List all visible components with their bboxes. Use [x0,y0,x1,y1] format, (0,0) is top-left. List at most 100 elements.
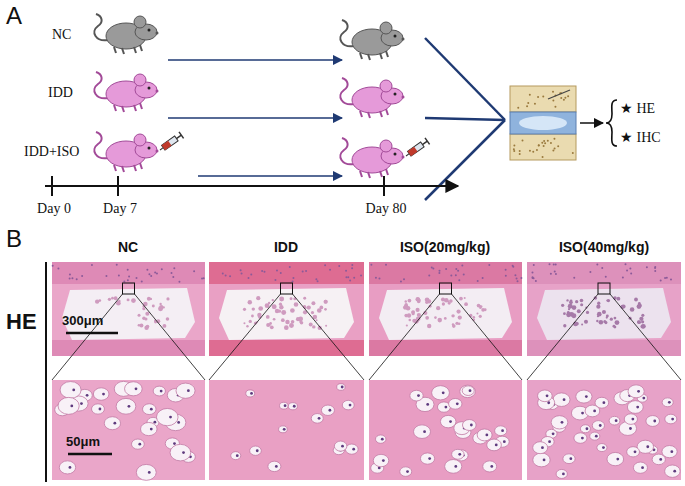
tissue-speck [325,325,327,327]
tissue-speck [161,268,163,270]
tissue-speck [178,281,180,283]
mouse-leg [134,47,136,53]
column-header: NC [118,240,138,255]
tissue-speck [533,277,535,279]
tissue-speck [324,300,328,304]
tissue-speck [512,265,514,267]
cell-nucleus [581,437,584,440]
tissue-speck [225,275,227,277]
cell-nucleus [328,409,331,412]
zoom-box [281,283,293,294]
tissue-speck [408,299,412,303]
tissue-speck [455,268,457,270]
mouse-icon [340,138,429,178]
tissue-speck [563,312,566,315]
tissue-speck [294,302,299,307]
mouse-leg [134,105,136,111]
mouse-leg [386,109,388,115]
bone-dot [526,105,528,107]
mouse-icon [340,78,404,118]
bone-dot [557,145,559,147]
tissue-speck [251,315,254,318]
mouse-nose [156,90,159,93]
tissue-speck [472,316,475,319]
tissue-speck [605,276,607,278]
tissue-speck [250,273,252,275]
tissue-speck [406,324,408,326]
tissue-speck [144,326,148,330]
tissue-speck [566,313,571,318]
tissue-speck [596,305,600,309]
mouse-leg [114,47,116,53]
chondrocyte-cell [462,386,474,396]
chondrocyte-cell [462,420,476,431]
tissue-speck [654,266,656,268]
pencil-mark [548,90,570,99]
cell-nucleus [585,395,588,398]
tissue-speck [561,304,564,307]
tissue-speck [601,267,603,269]
tissue-speck [289,266,291,268]
tissue-speck [311,311,314,314]
tissue-speck [670,279,672,281]
tissue-speck [171,272,173,274]
tissue-speck [610,318,613,321]
tissue-speck [52,265,54,267]
cell-nucleus [670,450,673,453]
tissue-speck [258,306,263,311]
tissue-speck [572,305,577,310]
nucleus-region [219,288,354,340]
tissue-speck [154,272,156,274]
cell-nucleus [543,459,546,462]
zoom-line [527,294,598,380]
chondrocyte-cell [153,386,165,396]
cell-nucleus [187,389,190,392]
chondrocyte-cell [246,390,255,397]
cell-nucleus [177,421,180,424]
chondrocyte-cell [624,414,637,425]
bone-dot [537,96,539,98]
tissue-speck [290,308,295,313]
tissue-speck [553,263,555,265]
tissue-speck [596,320,598,322]
tissue-speck [257,313,261,317]
cell-nucleus [548,440,551,443]
bone-dot [532,151,534,153]
cell-nucleus [546,394,549,397]
cell-nucleus [318,417,321,420]
mouse-leg [380,53,382,59]
tissue-speck [146,269,148,271]
tissue-speck [261,270,263,272]
tissue-speck [549,263,551,265]
tissue-speck [272,304,277,309]
tissue-speck [248,300,252,304]
cell-nucleus [636,406,639,409]
bone-dot [521,139,523,141]
tissue-speck [274,279,276,281]
cell-nucleus [70,404,73,407]
bone-dot [543,140,545,142]
tissue-speck [279,305,283,309]
tissue-speck [505,269,507,271]
mouse-leg [368,172,370,178]
tissue-speck [599,320,604,325]
cell-nucleus [469,389,472,392]
tissue-speck [630,307,635,312]
tissue-speck [309,323,313,327]
chondrocyte-cell [141,422,158,435]
tissue-speck [131,298,136,303]
tissue-speck [597,315,599,317]
cell-nucleus [148,471,151,474]
tissue-speck [114,296,118,300]
syringe-icon [404,138,430,159]
chondrocyte-cell [449,398,462,409]
tissue-speck [290,297,293,300]
zoom-line [293,294,365,380]
chondrocyte-cell [58,397,79,414]
tissue-speck [444,317,447,320]
tissue-speck [614,326,617,329]
cell-nucleus [426,403,429,406]
tissue-speck [378,278,380,280]
bone-dot [517,107,519,109]
tissue-speck [535,280,537,282]
